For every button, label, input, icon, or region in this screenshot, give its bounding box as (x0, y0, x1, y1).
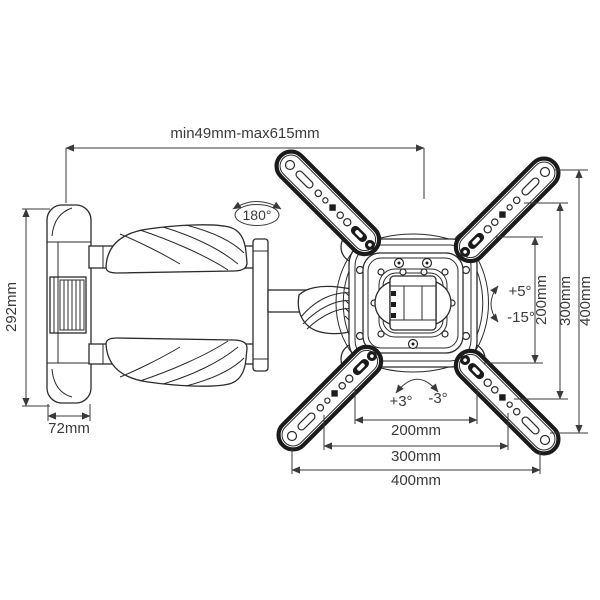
wall-plate-side-view (46, 204, 92, 404)
dim-vesa-horizontal-200: 200mm (354, 389, 478, 439)
tilt-hinge-block (389, 275, 437, 331)
elbow-joint (252, 238, 269, 372)
vesa-arm-bottom-right (450, 345, 565, 460)
vesa-vertical-300-label: 300mm (557, 276, 574, 326)
dim-vesa-vertical-200: 200mm (483, 236, 550, 364)
vesa-arm-bottom-left (273, 341, 388, 456)
dim-vesa-horizontal-400: 400mm (291, 448, 541, 489)
dim-vesa-vertical-300: 300mm (514, 202, 574, 400)
dim-vesa-vertical-400: 400mm (550, 169, 594, 434)
tilt-annotation: +5° -15° (490, 283, 535, 326)
level-left-label: +3° (389, 393, 412, 410)
level-arrow-icon (395, 378, 439, 394)
dim-extension-range: min49mm-max615mm (65, 125, 425, 203)
lower-arm-cover (105, 337, 248, 387)
tilt-up-label: +5° (508, 283, 531, 300)
wall-plate-height-label: 292mm (3, 282, 20, 332)
vesa-horizontal-200-label: 200mm (391, 422, 441, 439)
dim-wall-plate-depth: 72mm (47, 404, 91, 437)
forearm-cover (297, 285, 353, 335)
tilt-down-label: -15° (507, 309, 535, 326)
hinge-left-wing (374, 281, 391, 325)
vesa-vertical-200-label: 200mm (533, 275, 550, 325)
vesa-arm-top-left (271, 146, 386, 261)
dim-vesa-horizontal-300: 300mm (323, 413, 509, 465)
articulating-arm (88, 224, 353, 387)
vesa-arm-top-right (450, 153, 565, 268)
tilt-arrow-icon (490, 285, 499, 323)
dim-wall-plate-height: 292mm (3, 208, 50, 407)
hinge-right-wing (435, 281, 452, 325)
upper-arm-cover (105, 224, 248, 274)
vesa-horizontal-400-label: 400mm (391, 472, 441, 489)
swivel-annotation: 180° (232, 201, 282, 226)
wall-plate-depth-label: 72mm (48, 420, 90, 437)
level-adjust-annotation: +3° -3° (389, 378, 448, 410)
level-right-label: -3° (428, 390, 447, 407)
swivel-arrow-icon (232, 201, 282, 210)
vesa-vertical-400-label: 400mm (577, 276, 594, 326)
extension-range-label: min49mm-max615mm (170, 125, 319, 142)
swivel-range-label: 180° (243, 207, 272, 223)
vesa-horizontal-300-label: 300mm (391, 448, 441, 465)
